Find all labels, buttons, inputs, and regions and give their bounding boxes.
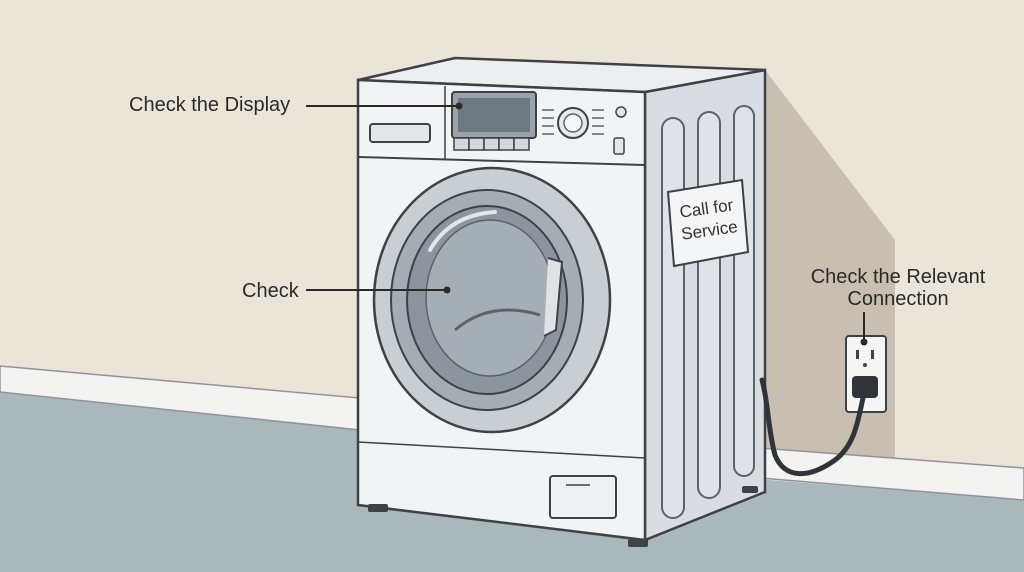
side-ribs — [661, 105, 755, 519]
outlet-sockets — [856, 350, 874, 367]
display-screen — [458, 98, 530, 132]
drum — [425, 219, 555, 377]
service-sticker — [666, 178, 750, 268]
wall-outlet — [845, 335, 887, 413]
plug[interactable] — [852, 376, 878, 398]
label-check-display: Check the Display — [129, 94, 291, 116]
leader-lines — [306, 105, 865, 342]
label-connection-line1: Check the Relevant — [810, 266, 986, 288]
foot-right — [628, 539, 648, 547]
detergent-drawer[interactable] — [369, 123, 431, 143]
dial-marks — [542, 109, 604, 135]
power-cord — [759, 377, 866, 477]
label-check-door: Check — [242, 280, 299, 302]
kick-plate-line — [357, 441, 646, 459]
power-button[interactable] — [615, 106, 627, 118]
door-handle[interactable] — [543, 257, 564, 337]
display-buttons[interactable] — [453, 137, 530, 151]
glass-reflection — [428, 210, 497, 252]
foot-back — [742, 486, 758, 493]
program-dial-inner — [563, 113, 583, 133]
leader-dots — [443, 102, 868, 346]
foot-left — [368, 504, 388, 512]
drum-paddle — [454, 308, 541, 332]
filter-access-panel[interactable] — [549, 475, 617, 519]
label-check-connection: Check the Relevant Connection — [800, 266, 996, 310]
control-panel-divider — [357, 156, 646, 166]
label-connection-line2: Connection — [847, 288, 949, 310]
start-button[interactable] — [613, 137, 625, 155]
